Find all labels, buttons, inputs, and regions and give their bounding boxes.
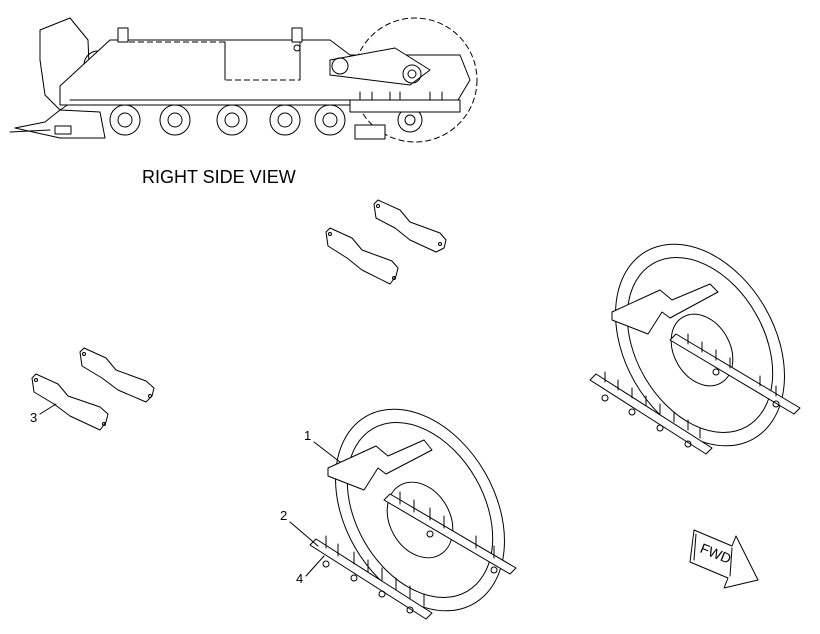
view-title: RIGHT SIDE VIEW [142,167,296,187]
callout-4-leader [305,555,325,577]
callout-2-leader [289,521,319,547]
callout-1: 1 [304,428,341,463]
guard-plate-item-3 [31,373,109,431]
guard-plate-pair-top [325,199,447,285]
callout-1-leader [313,441,341,463]
callout-4: 4 [296,555,325,586]
track-rollers [109,104,423,136]
callout-1-number: 1 [304,428,311,443]
idler-guard-bar-upper [589,373,713,455]
track-assembly-side-view [9,17,478,143]
idler-assembly-upper [589,243,801,455]
idler-bolts-item-4 [322,491,498,614]
idler-assembly-lower [309,408,517,620]
guard-plate-pair-left [31,347,155,431]
idler-bolts-upper [601,333,780,448]
callout-3-leader [39,403,57,415]
forward-direction-arrow: FWD [689,529,759,589]
callout-4-number: 4 [296,571,303,586]
idler-top-plate [611,283,719,335]
idler-guard-bar-item-2 [309,538,433,620]
callout-2-number: 2 [280,508,287,523]
callout-2: 2 [280,508,319,547]
callout-3: 3 [30,403,57,425]
callout-3-number: 3 [30,410,37,425]
fwd-arrow-shape [689,529,759,589]
idler-top-plate-item-1 [327,439,433,491]
